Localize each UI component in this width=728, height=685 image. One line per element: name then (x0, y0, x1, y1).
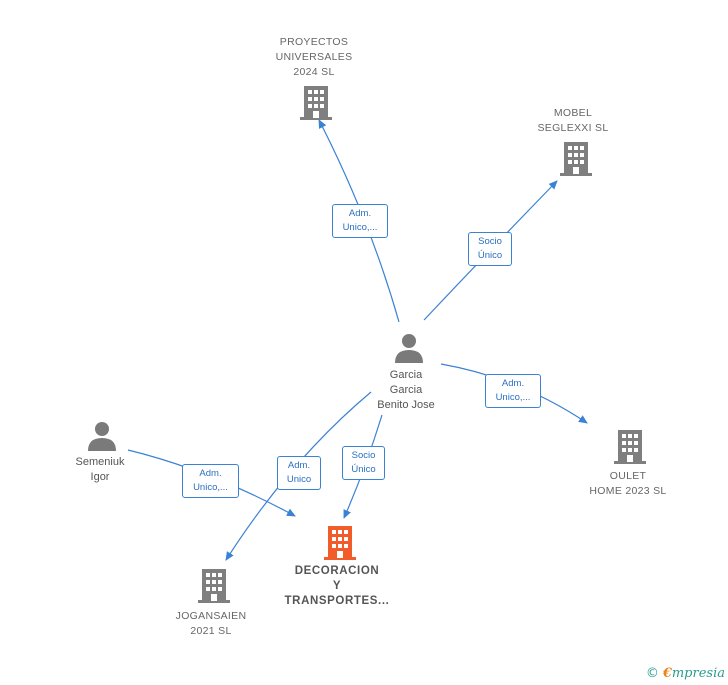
person-icon (395, 334, 423, 363)
copyright-icon: © (645, 666, 659, 681)
node-label-jogansaien[interactable]: JOGANSAIEN 2021 SL (175, 610, 247, 637)
empresia-watermark: ©€mpresia (646, 666, 725, 681)
edge-label-garcia-mobel[interactable]: Socio Único (468, 232, 512, 266)
focus-building-icon (324, 526, 356, 560)
brand-initial: € (662, 666, 672, 681)
building-icon (198, 569, 230, 603)
node-label-garcia[interactable]: Garcia Garcia Benito Jose (377, 369, 435, 411)
building-icon (614, 430, 646, 464)
node-label-decoracion[interactable]: DECORACION Y TRANSPORTES... (284, 565, 390, 607)
node-label-mobel[interactable]: MOBEL SEGLEXXI SL (537, 107, 609, 134)
node-label-semeniuk[interactable]: Semeniuk Igor (75, 456, 125, 483)
node-label-proyectos[interactable]: PROYECTOS UNIVERSALES 2024 SL (275, 36, 353, 78)
edge-label-garcia-jogansaien[interactable]: Adm. Unico (277, 456, 321, 490)
person-icon (88, 422, 116, 451)
edge-label-garcia-decoracion[interactable]: Socio Único (342, 446, 385, 480)
edge-label-garcia-proyectos[interactable]: Adm. Unico,... (332, 204, 388, 238)
brand-name: mpresia (671, 666, 725, 681)
node-label-oulet[interactable]: OULET HOME 2023 SL (589, 470, 667, 497)
edge-label-garcia-oulet[interactable]: Adm. Unico,... (485, 374, 541, 408)
building-icon (560, 142, 592, 176)
building-icon (300, 86, 332, 120)
edge-label-semeniuk-decoracion[interactable]: Adm. Unico,... (182, 464, 239, 498)
